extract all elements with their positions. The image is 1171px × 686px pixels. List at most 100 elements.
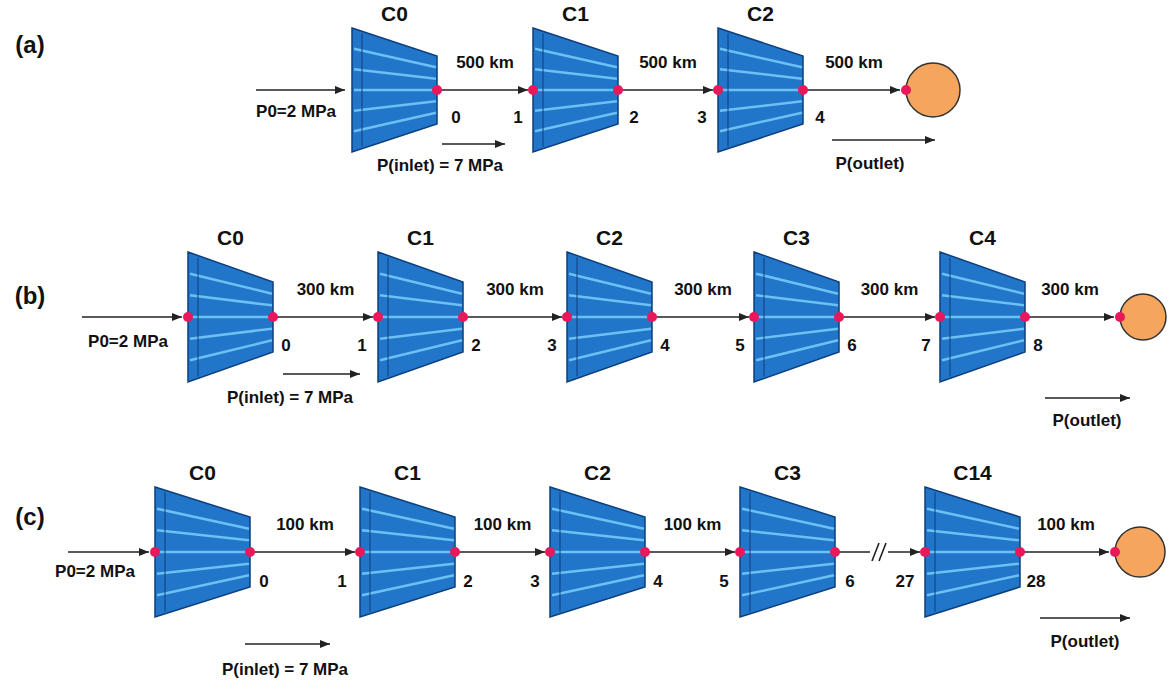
blade-stripe [362,551,454,554]
blade-stripe [569,316,651,319]
pipeline [463,316,562,318]
compressor: C2 [550,487,645,617]
blade-stripe [380,295,462,305]
junction-dot [735,547,745,557]
blade-stripe [354,101,436,110]
inlet-rim [764,258,765,377]
junction-dot [749,312,759,322]
storage-sink [906,63,960,117]
distance-label: 500 km [825,54,883,73]
row-label: (b) [15,283,46,309]
blade-stripe [157,530,249,540]
blade-stripe [380,329,462,339]
pressure-label: P0=2 MPa [256,103,336,122]
inlet-rim [165,492,166,612]
blade-stripe [742,564,834,574]
flow-arrow [245,643,330,645]
row-label: (a) [15,32,44,58]
junction-dot [901,85,911,95]
blade-stripe [756,274,838,294]
pipeline [273,316,373,318]
pipe-break [870,542,888,562]
pressure-label: P0=2 MPa [55,563,135,582]
junction-dot [432,85,442,95]
blade-stripe [756,329,838,339]
junction-dot [458,312,468,322]
flow-arrow [1045,397,1130,399]
blade-stripe [569,329,651,339]
compressor-body [940,252,1025,382]
blade-stripe [157,564,249,574]
point-number: 3 [547,337,556,356]
distance-label: 300 km [861,281,919,300]
blade-stripe [354,89,436,92]
storage-sink [1115,527,1165,577]
blade-stripe [742,509,834,529]
junction-dot [150,547,160,557]
pipeline [437,89,528,91]
blade-stripe [927,575,1019,595]
pipeline [250,551,355,553]
compressor-symbol [925,487,1020,617]
inlet-rim [370,492,371,612]
junction-dot [1015,547,1025,557]
compressor-symbol [533,28,618,152]
compressor-symbol [740,487,835,617]
blade-stripe [380,340,462,360]
compressor-label: C2 [584,461,611,484]
inlet-rim [388,258,389,377]
pressure-label: P(outlet) [836,155,905,174]
point-number: 4 [660,337,669,356]
junction-dot [450,547,460,557]
inlet-rim [950,258,951,377]
pipe-line [1020,551,1109,553]
flow-arrow [442,143,505,145]
compressor: C1 [360,487,455,617]
blade-stripe [927,551,1019,554]
compressor-symbol [567,252,652,382]
distance-label: 100 km [1037,516,1095,535]
inlet-rim [560,492,561,612]
point-number: 0 [259,573,268,592]
compressor-body [155,487,250,617]
junction-dot [830,547,840,557]
inflow-arrow [68,551,149,553]
distance-label: 300 km [486,281,544,300]
compressor-label: C2 [596,226,623,249]
blade-stripe [362,530,454,540]
junction-dot [183,312,193,322]
point-number: 27 [896,573,915,592]
compressor-symbol [940,252,1025,382]
compressor-label: C0 [189,461,216,484]
blade-stripe [927,530,1019,540]
point-number: 0 [281,337,290,356]
compressor-body [567,252,652,382]
point-number: 2 [629,109,638,128]
distance-label: 300 km [297,281,355,300]
point-number: 3 [530,573,539,592]
compressor-symbol [378,252,463,382]
blade-stripe [190,274,272,294]
point-number: 1 [337,573,346,592]
flow-arrow [832,139,935,141]
compressor: C14 [925,487,1020,617]
blade-stripe [157,575,249,595]
blade-stripe [569,340,651,360]
junction-dot [640,547,650,557]
point-number: 4 [815,109,824,128]
inlet-rim [728,33,729,146]
blade-stripe [552,575,644,595]
pipe-line [803,89,900,91]
point-number: 5 [735,337,744,356]
junction-dot [268,312,278,322]
compressor-body [352,28,437,152]
compressor: C0 [155,487,250,617]
flow-arrow [1040,617,1130,619]
distance-label: 500 km [456,54,514,73]
compressor: C0 [352,28,437,152]
pressure-label: P(outlet) [1053,412,1122,431]
blade-stripe [157,509,249,529]
compressor-label: C1 [394,461,421,484]
blade-stripe [756,295,838,305]
compressor-body [754,252,839,382]
